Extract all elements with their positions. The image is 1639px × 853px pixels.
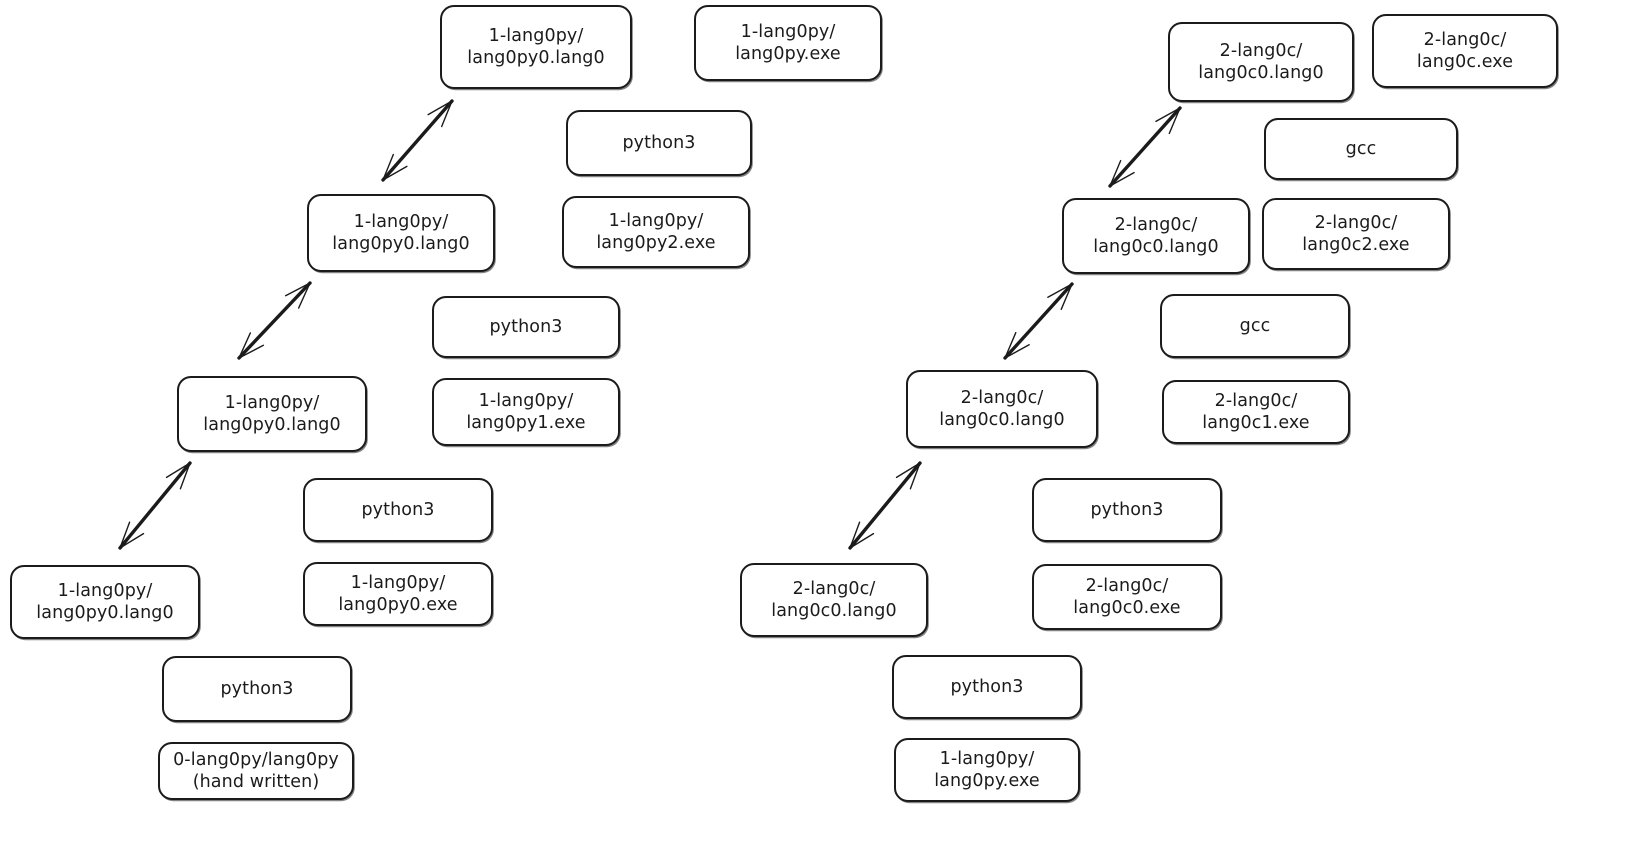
arrow-c-2-to-3-icon [1108,106,1182,188]
node-c-src-2[interactable]: 2-lang0c/ lang0c0.lang0 [1062,198,1250,274]
node-py-out-0[interactable]: 1-lang0py/ lang0py0.exe [303,562,493,626]
node-c-tool-3[interactable]: gcc [1264,118,1458,180]
node-py-src-3[interactable]: 1-lang0py/ lang0py0.lang0 [440,5,632,89]
node-c-tool-2[interactable]: gcc [1160,294,1350,358]
node-label: 1-lang0py/ lang0py1.exe [466,390,586,433]
node-label: gcc [1239,315,1271,336]
node-label: 1-lang0py/ lang0py0.exe [338,572,458,615]
node-py-exe-top[interactable]: 1-lang0py/ lang0py.exe [694,5,882,81]
node-py-tool-3[interactable]: python3 [566,110,752,176]
node-label: 1-lang0py/ lang0py0.lang0 [467,25,605,68]
arrow-py-2-to-3-icon [381,99,454,182]
node-label: 2-lang0c/ lang0c1.exe [1202,390,1310,433]
node-py-tool-0[interactable]: python3 [162,656,352,722]
node-c-tool-1[interactable]: python3 [1032,478,1222,542]
node-py-src-2[interactable]: 1-lang0py/ lang0py0.lang0 [307,194,495,272]
node-label: 1-lang0py/ lang0py0.lang0 [36,580,174,623]
arrow-py-0-to-1-icon [118,461,192,550]
node-label: 2-lang0c/ lang0c2.exe [1302,212,1410,255]
node-label: 1-lang0py/ lang0py0.lang0 [332,211,470,254]
node-label: python3 [220,678,294,699]
node-c-out-2[interactable]: 2-lang0c/ lang0c2.exe [1262,198,1450,270]
node-py-tool-1[interactable]: python3 [303,478,493,542]
node-label: 1-lang0py/ lang0py.exe [934,748,1040,791]
arrow-c-1-to-2-icon [1003,282,1074,360]
node-py-src-1[interactable]: 1-lang0py/ lang0py0.lang0 [177,376,367,452]
node-label: 1-lang0py/ lang0py.exe [735,21,841,64]
node-label: python3 [1090,499,1164,520]
node-label: 0-lang0py/lang0py (hand written) [173,749,339,792]
node-label: 2-lang0c/ lang0c0.lang0 [1093,214,1219,257]
node-label: python3 [950,676,1024,697]
node-c-tool-0[interactable]: python3 [892,655,1082,719]
node-py-out-1[interactable]: 1-lang0py/ lang0py1.exe [432,378,620,446]
node-label: 2-lang0c/ lang0c0.lang0 [1198,40,1324,83]
node-label: 2-lang0c/ lang0c.exe [1416,29,1514,72]
node-py-tool-2[interactable]: python3 [432,296,620,358]
arrow-py-1-to-2-icon [237,281,312,360]
node-c-src-3[interactable]: 2-lang0c/ lang0c0.lang0 [1168,22,1354,102]
node-label: gcc [1345,138,1377,159]
node-c-out-1[interactable]: 2-lang0c/ lang0c1.exe [1162,380,1350,444]
node-label: 2-lang0c/ lang0c0.exe [1073,575,1181,618]
node-py-src-0[interactable]: 1-lang0py/ lang0py0.lang0 [10,565,200,639]
node-label: 2-lang0c/ lang0c0.lang0 [939,387,1065,430]
arrow-c-0-to-1-icon [848,461,922,550]
node-c-compiler[interactable]: 1-lang0py/ lang0py.exe [894,738,1080,802]
node-c-out-0[interactable]: 2-lang0c/ lang0c0.exe [1032,564,1222,630]
node-label: 2-lang0c/ lang0c0.lang0 [771,578,897,621]
node-label: python3 [489,316,563,337]
node-c-src-0[interactable]: 2-lang0c/ lang0c0.lang0 [740,563,928,637]
node-py-hand[interactable]: 0-lang0py/lang0py (hand written) [158,742,354,800]
node-label: 1-lang0py/ lang0py2.exe [596,210,716,253]
node-label: python3 [361,499,435,520]
node-py-out-2[interactable]: 1-lang0py/ lang0py2.exe [562,196,750,268]
node-c-src-1[interactable]: 2-lang0c/ lang0c0.lang0 [906,370,1098,448]
node-c-exe-top[interactable]: 2-lang0c/ lang0c.exe [1372,14,1558,88]
node-label: 1-lang0py/ lang0py0.lang0 [203,392,341,435]
node-label: python3 [622,132,696,153]
